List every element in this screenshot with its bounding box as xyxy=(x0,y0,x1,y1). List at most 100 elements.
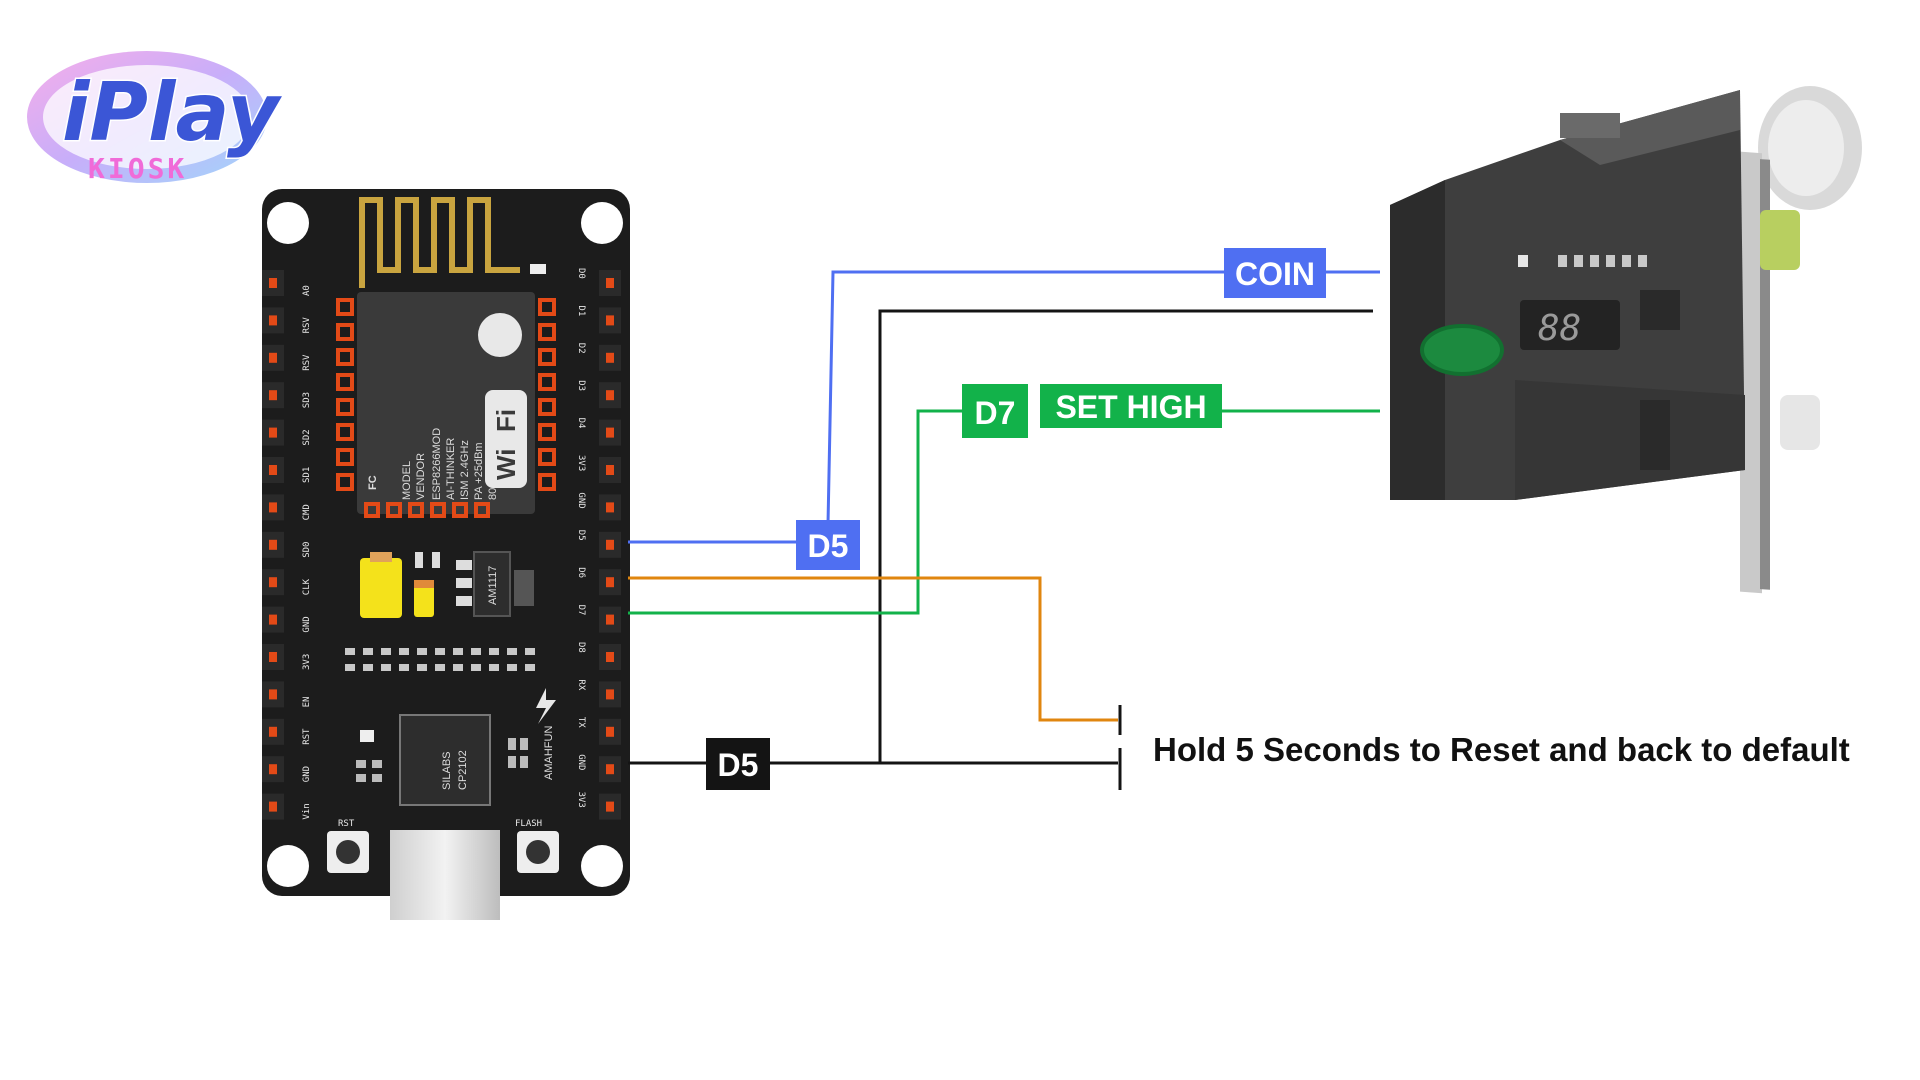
smd-part xyxy=(507,664,517,671)
smd-part xyxy=(417,648,427,655)
coin-acceptor: 88 xyxy=(1390,86,1862,594)
module-pad xyxy=(336,473,354,491)
svg-text:AI-THINKER: AI-THINKER xyxy=(445,438,457,500)
left-header-pin xyxy=(269,539,277,550)
pin-label-clk: CLK xyxy=(302,578,312,595)
module-pads xyxy=(336,298,556,518)
pin-label-cmd: CMD xyxy=(302,504,312,520)
pin-label-sd3: SD3 xyxy=(302,392,312,408)
pin-label-sd1: SD1 xyxy=(302,467,312,483)
svg-text:MODEL: MODEL xyxy=(401,461,413,500)
pin-label-gnd: GND xyxy=(302,616,312,632)
pin-label-3v3: 3V3 xyxy=(576,455,586,471)
svg-text:Wi: Wi xyxy=(491,448,521,480)
mount-hole xyxy=(581,202,623,244)
right-header-pin xyxy=(606,465,614,475)
smd-part xyxy=(345,648,355,655)
module-pad xyxy=(538,473,556,491)
label-set-high: SET HIGH xyxy=(1040,384,1222,428)
smd-row xyxy=(345,648,535,671)
pin-label-a0: A0 xyxy=(302,285,312,296)
logo-brand: iPlay xyxy=(62,66,282,159)
pin-label-d7: D7 xyxy=(576,605,586,616)
right-header-pin xyxy=(606,726,614,737)
left-header-pin xyxy=(269,502,277,513)
svg-text:FLASH: FLASH xyxy=(515,819,542,829)
smd-part xyxy=(525,648,535,655)
module-pad xyxy=(336,373,354,391)
wire-black-coin xyxy=(878,309,1373,763)
pin-label-gnd: GND xyxy=(576,754,586,770)
smd-part xyxy=(507,648,517,655)
left-header-pin xyxy=(269,352,277,363)
svg-text:SILABS: SILABS xyxy=(441,751,453,790)
left-header-pin xyxy=(269,465,277,475)
svg-text:ESP8266MOD: ESP8266MOD xyxy=(431,428,443,500)
pin-label-rst: RST xyxy=(302,728,312,745)
pin-label-3v3: 3V3 xyxy=(576,792,586,808)
svg-text:RST: RST xyxy=(338,819,355,829)
mount-hole xyxy=(267,845,309,887)
smd-part xyxy=(453,664,463,671)
smd-part xyxy=(471,648,481,655)
module-pad xyxy=(430,502,446,518)
left-header-pin xyxy=(269,427,277,438)
smd-part xyxy=(435,664,445,671)
smd-part xyxy=(345,664,355,671)
left-header-pin xyxy=(269,726,277,737)
module-pad xyxy=(336,398,354,416)
smd-part xyxy=(417,664,427,671)
iplay-kiosk-logo: iPlay KIOSK xyxy=(27,51,284,185)
svg-text:AMAHFUN: AMAHFUN xyxy=(543,726,555,780)
module-pad xyxy=(538,348,556,366)
module-pad xyxy=(538,423,556,441)
smd-part xyxy=(471,664,481,671)
pin-label-d5: D5 xyxy=(576,530,586,541)
pin-label-rsv: RSV xyxy=(302,317,312,334)
right-header-pin xyxy=(606,652,614,662)
pin-label-d8: D8 xyxy=(576,642,586,653)
right-header-pin xyxy=(606,764,614,775)
pin-label-vin: Vin xyxy=(302,803,312,819)
capacitor-yellow xyxy=(360,558,402,618)
right-header-pin xyxy=(606,689,614,700)
mount-hole xyxy=(581,845,623,887)
svg-text:Fi: Fi xyxy=(491,409,521,432)
right-header-pin xyxy=(606,577,614,588)
pcb-antenna xyxy=(359,197,520,288)
right-header-pin xyxy=(606,801,614,812)
svg-text:COIN: COIN xyxy=(1235,256,1315,292)
left-pin-header: A0RSVRSVSD3SD2SD1CMDSD0CLKGND3V3ENRSTGND… xyxy=(262,270,312,820)
module-pad xyxy=(336,323,354,341)
smd-part xyxy=(489,664,499,671)
module-pad xyxy=(538,448,556,466)
nodemcu-board: FC MODEL VENDOR ESP8266MOD AI-THINKER IS… xyxy=(262,189,630,920)
regulator-chip xyxy=(473,551,511,617)
espressif-logo-icon xyxy=(478,313,522,357)
module-pad xyxy=(336,348,354,366)
pin-label-rx: RX xyxy=(576,679,586,690)
right-header-pin xyxy=(606,502,614,513)
label-coin: COIN xyxy=(1224,248,1326,298)
svg-text:AM1117: AM1117 xyxy=(487,566,499,605)
left-header-pin xyxy=(269,764,277,775)
left-header-pin xyxy=(269,652,277,662)
capacitor-small xyxy=(414,585,434,617)
pin-label-d1: D1 xyxy=(576,305,586,316)
usb-uart-chip xyxy=(399,714,491,806)
label-d5-blue: D5 xyxy=(796,520,860,570)
green-sticker xyxy=(1420,324,1504,376)
module-pad xyxy=(386,502,402,518)
pin-label-rsv: RSV xyxy=(302,354,312,371)
right-header-pin xyxy=(606,352,614,363)
module-pad xyxy=(336,423,354,441)
label-d5-black: D5 xyxy=(706,738,770,790)
left-header-pin xyxy=(269,577,277,588)
smd-part xyxy=(363,664,373,671)
module-text: MODEL VENDOR xyxy=(401,453,427,500)
module-pad xyxy=(336,448,354,466)
indicator-leds xyxy=(1518,255,1647,267)
coin-window xyxy=(1780,395,1820,450)
smd-part xyxy=(363,648,373,655)
